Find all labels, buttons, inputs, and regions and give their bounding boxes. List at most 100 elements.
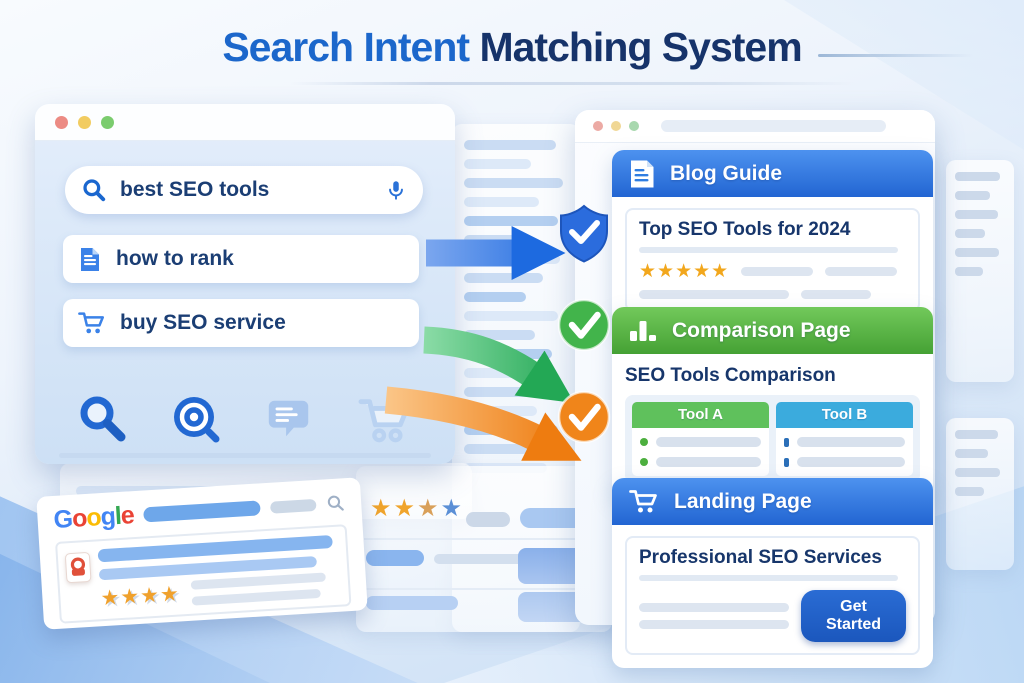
star-icon: ★★ bbox=[370, 495, 418, 522]
close-window-icon[interactable] bbox=[55, 115, 68, 129]
result-favicon bbox=[64, 551, 92, 584]
placeholder-bar bbox=[464, 235, 522, 245]
window-titlebar bbox=[575, 110, 935, 142]
placeholder-bar bbox=[639, 290, 789, 299]
maximize-window-icon[interactable] bbox=[101, 115, 114, 129]
landing-page-title: Landing Page bbox=[674, 489, 812, 513]
placeholder-bar bbox=[464, 330, 535, 340]
placeholder-bar bbox=[955, 468, 1000, 477]
tool-a-header: Tool A bbox=[632, 402, 769, 428]
magnifier-icon bbox=[80, 396, 126, 442]
minimize-window-icon[interactable] bbox=[78, 115, 91, 129]
close-window-icon[interactable] bbox=[593, 121, 603, 131]
blog-guide-title: Blog Guide bbox=[670, 161, 782, 185]
tool-b-column: Tool B bbox=[776, 402, 913, 476]
table-row bbox=[784, 457, 905, 467]
table-row bbox=[784, 437, 905, 447]
minimize-window-icon[interactable] bbox=[611, 121, 621, 131]
url-bar[interactable] bbox=[661, 120, 886, 132]
comparison-page-header: Comparison Page bbox=[612, 307, 933, 354]
table-row bbox=[640, 457, 761, 467]
placeholder-bar bbox=[639, 575, 898, 581]
placeholder-bar bbox=[955, 210, 998, 219]
placeholder-bar bbox=[464, 216, 558, 226]
bar-chart-icon bbox=[630, 320, 656, 341]
tool-a-column: Tool A bbox=[632, 402, 769, 476]
placeholder-bar bbox=[464, 311, 558, 321]
query-row-how-to-rank[interactable]: how to rank bbox=[63, 235, 419, 283]
bullet-icon bbox=[640, 438, 648, 446]
placeholder-bar bbox=[434, 554, 534, 564]
search-input[interactable]: best SEO tools bbox=[65, 166, 423, 214]
search-query-text: best SEO tools bbox=[120, 178, 270, 201]
placeholder-bar bbox=[464, 444, 529, 454]
bullet-icon bbox=[784, 457, 789, 467]
window-titlebar bbox=[35, 104, 455, 140]
placeholder-bar bbox=[464, 140, 556, 150]
comparison-table: Tool A Tool bbox=[625, 395, 920, 483]
ghost-panel-right-top bbox=[946, 160, 1014, 382]
placeholder-bar bbox=[797, 437, 905, 447]
placeholder-bar bbox=[955, 430, 998, 439]
bullet-icon bbox=[640, 458, 648, 466]
google-result-item[interactable]: ★★★★ bbox=[55, 524, 352, 624]
placeholder-bar bbox=[464, 197, 539, 207]
star-icon: ★ bbox=[440, 495, 465, 522]
placeholder-bar bbox=[955, 267, 983, 276]
landing-page-header: Landing Page bbox=[612, 478, 933, 525]
search-icon bbox=[83, 179, 106, 202]
get-started-button[interactable]: Get Started bbox=[801, 590, 906, 642]
placeholder-bar bbox=[955, 487, 984, 496]
placeholder-bar bbox=[656, 457, 761, 467]
placeholder-bar bbox=[639, 620, 789, 629]
google-search-bar[interactable] bbox=[143, 500, 262, 523]
placeholder-bar bbox=[741, 267, 814, 276]
placeholder-bar bbox=[797, 457, 905, 467]
results-window: Blog Guide Top SEO Tools for 2024 ★★★★★ bbox=[575, 110, 935, 668]
document-icon bbox=[631, 160, 654, 187]
tool-b-header: Tool B bbox=[776, 402, 913, 428]
ghost-serp-panel: ★★★★ 1 2 bbox=[356, 466, 612, 632]
page-title-rest: Matching System bbox=[479, 24, 802, 70]
result-star-rating: ★★★★ bbox=[99, 582, 181, 611]
placeholder-bar bbox=[955, 172, 1000, 181]
comparison-page-card: Comparison Page SEO Tools Comparison Too… bbox=[612, 307, 933, 496]
page-title: Search Intent Matching System bbox=[0, 24, 1024, 71]
placeholder-bar bbox=[656, 437, 761, 447]
mic-icon[interactable] bbox=[385, 178, 407, 202]
placeholder-bar bbox=[464, 425, 558, 435]
title-underline bbox=[290, 82, 855, 85]
placeholder-bar bbox=[464, 292, 527, 302]
google-logo: Google bbox=[53, 501, 135, 534]
document-icon bbox=[81, 247, 99, 271]
divider bbox=[364, 588, 604, 590]
target-icon bbox=[174, 397, 220, 443]
placeholder-bar bbox=[366, 596, 458, 610]
star-icon: ★ bbox=[417, 495, 441, 522]
placeholder-bar bbox=[191, 588, 322, 606]
placeholder-pill bbox=[466, 512, 510, 527]
placeholder-bar bbox=[464, 254, 560, 264]
comparison-page-title: Comparison Page bbox=[672, 318, 851, 342]
placeholder-bar bbox=[825, 267, 898, 276]
placeholder-bar bbox=[190, 572, 327, 590]
blog-result-preview[interactable]: Top SEO Tools for 2024 ★★★★★ bbox=[625, 208, 920, 312]
cart-outline-icon bbox=[358, 398, 412, 443]
cart-icon bbox=[78, 312, 104, 334]
placeholder-bar bbox=[955, 248, 999, 257]
maximize-window-icon[interactable] bbox=[629, 121, 639, 131]
landing-page-card: Landing Page Professional SEO Services G… bbox=[612, 478, 933, 668]
google-serp-card: Google ★★★★ bbox=[36, 477, 368, 630]
bullet-icon bbox=[784, 437, 789, 447]
landing-heading: Professional SEO Services bbox=[639, 547, 882, 568]
query-row-buy-seo-service[interactable]: buy SEO service bbox=[63, 299, 419, 347]
placeholder-bar bbox=[955, 229, 985, 238]
google-logo-letter: e bbox=[119, 501, 135, 530]
search-icon-gray[interactable] bbox=[326, 493, 346, 513]
divider bbox=[59, 453, 431, 458]
placeholder-bar bbox=[464, 406, 537, 416]
comparison-heading: SEO Tools Comparison bbox=[625, 365, 836, 386]
placeholder-bar bbox=[639, 247, 898, 253]
placeholder-bar bbox=[464, 387, 556, 397]
